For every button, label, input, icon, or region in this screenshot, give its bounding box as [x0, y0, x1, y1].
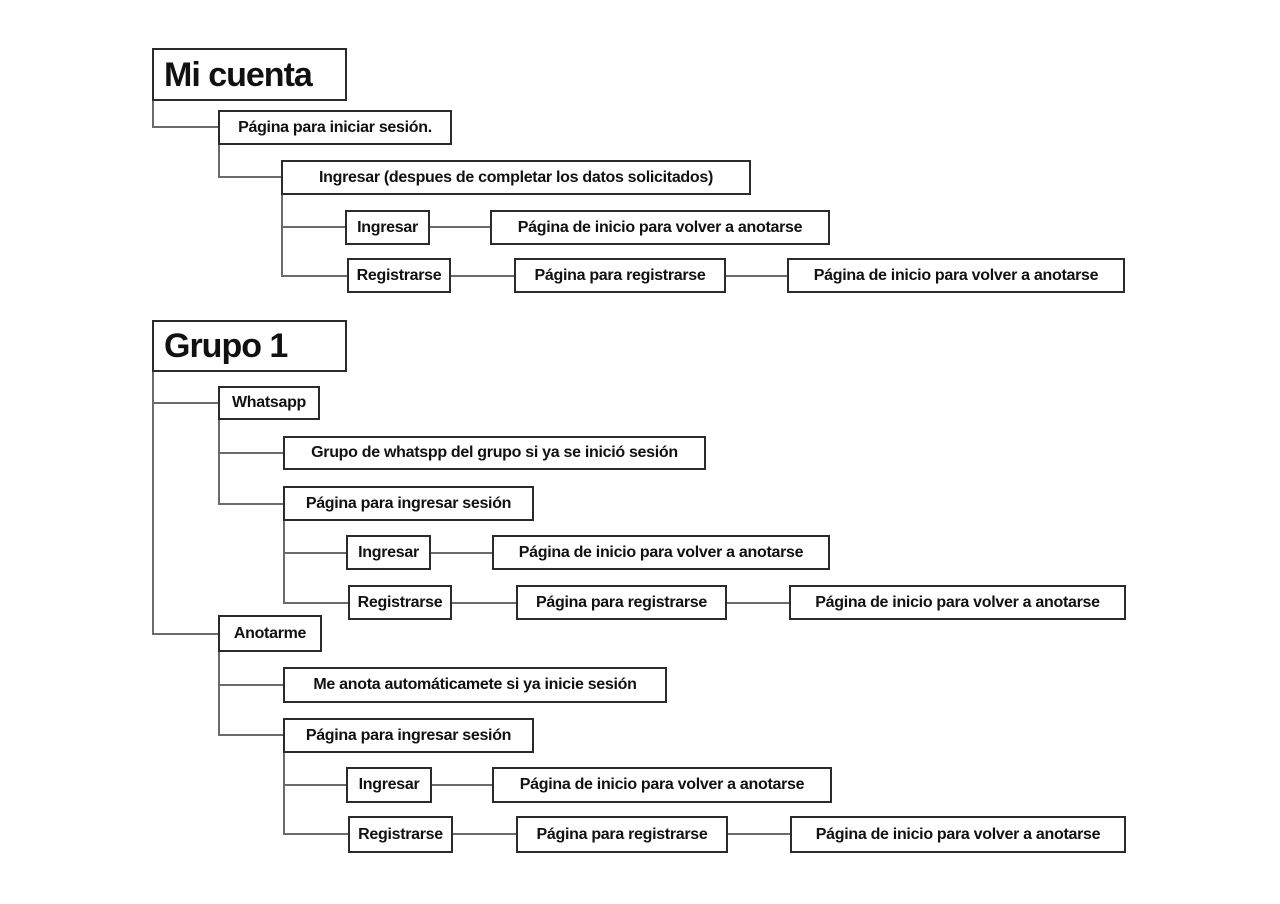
- node-pagina-inicio-volver-anotarse: Página de inicio para volver a anotarse: [492, 767, 832, 803]
- node-registrarse: Registrarse: [347, 258, 451, 293]
- node-pagina-inicio-volver-anotarse: Página de inicio para volver a anotarse: [790, 816, 1126, 853]
- node-grupo-1-title: Grupo 1: [152, 320, 347, 372]
- connector: [218, 503, 283, 505]
- connector: [218, 420, 220, 505]
- connector: [451, 275, 514, 277]
- connector: [283, 833, 348, 835]
- connector: [281, 226, 345, 228]
- connector: [728, 833, 790, 835]
- node-anotarme: Anotarme: [218, 615, 322, 652]
- node-mi-cuenta-title: Mi cuenta: [152, 48, 347, 101]
- connector: [152, 372, 154, 635]
- node-pagina-inicio-volver-anotarse: Página de inicio para volver a anotarse: [492, 535, 830, 570]
- connector: [152, 402, 218, 404]
- connector: [218, 452, 283, 454]
- node-pagina-ingresar-sesion: Página para ingresar sesión: [283, 486, 534, 521]
- node-pagina-registrarse: Página para registrarse: [516, 816, 728, 853]
- node-pagina-inicio-volver-anotarse: Página de inicio para volver a anotarse: [490, 210, 830, 245]
- connector: [281, 275, 347, 277]
- node-ingresar-despues-datos: Ingresar (despues de completar los datos…: [281, 160, 751, 195]
- connector: [432, 784, 492, 786]
- connector: [218, 145, 220, 178]
- connector: [152, 126, 218, 128]
- node-ingresar: Ingresar: [345, 210, 430, 245]
- connector: [283, 753, 285, 835]
- node-registrarse: Registrarse: [348, 585, 452, 620]
- node-registrarse: Registrarse: [348, 816, 453, 853]
- node-pagina-iniciar-sesion: Página para iniciar sesión.: [218, 110, 452, 145]
- connector: [453, 833, 516, 835]
- connector: [152, 633, 218, 635]
- connector: [452, 602, 516, 604]
- node-pagina-inicio-volver-anotarse: Página de inicio para volver a anotarse: [787, 258, 1125, 293]
- connector: [218, 176, 281, 178]
- connector: [283, 602, 348, 604]
- node-grupo-whatspp-sesion: Grupo de whatspp del grupo si ya se inic…: [283, 436, 706, 470]
- connector: [218, 734, 283, 736]
- connector: [283, 552, 346, 554]
- connector: [283, 521, 285, 604]
- connector: [281, 195, 283, 277]
- connector: [430, 226, 490, 228]
- connector: [218, 652, 220, 736]
- node-me-anota-automaticamente: Me anota automáticamete si ya inicie ses…: [283, 667, 667, 703]
- node-pagina-registrarse: Página para registrarse: [516, 585, 727, 620]
- connector: [152, 101, 154, 128]
- node-ingresar: Ingresar: [346, 767, 432, 803]
- node-pagina-ingresar-sesion: Página para ingresar sesión: [283, 718, 534, 753]
- node-pagina-registrarse: Página para registrarse: [514, 258, 726, 293]
- connector: [726, 275, 787, 277]
- connector: [431, 552, 492, 554]
- connector: [283, 784, 346, 786]
- connector: [727, 602, 789, 604]
- node-whatsapp: Whatsapp: [218, 386, 320, 420]
- node-pagina-inicio-volver-anotarse: Página de inicio para volver a anotarse: [789, 585, 1126, 620]
- node-ingresar: Ingresar: [346, 535, 431, 570]
- connector: [218, 684, 283, 686]
